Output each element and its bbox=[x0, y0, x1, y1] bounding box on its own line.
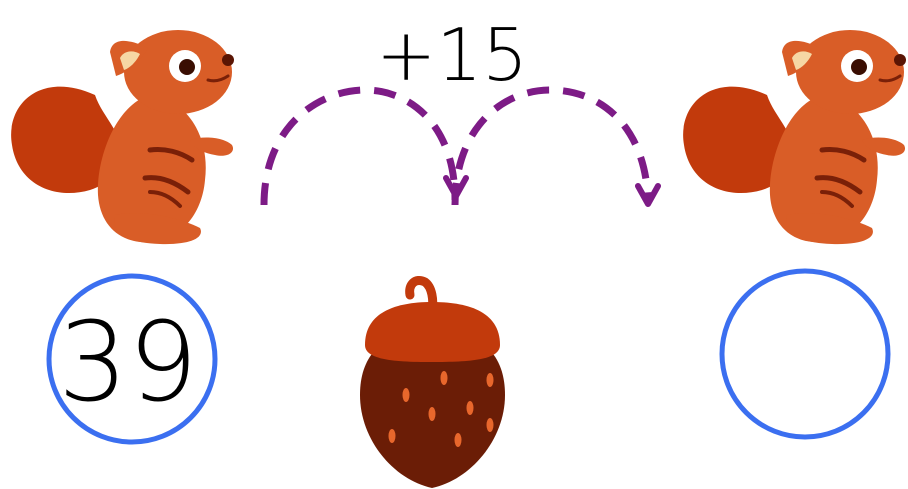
hop-arrow-first bbox=[260, 86, 459, 206]
left-squirrel-icon bbox=[11, 30, 234, 244]
right-squirrel-icon bbox=[683, 30, 906, 244]
operation-label: +15 bbox=[376, 13, 528, 97]
answer-circle[interactable] bbox=[719, 268, 891, 440]
start-value-circle: 39 bbox=[46, 273, 218, 445]
hop-arrow-second bbox=[451, 86, 652, 206]
hop-arrows bbox=[260, 86, 652, 206]
start-value-text: 39 bbox=[58, 298, 198, 426]
arrowhead-second-icon bbox=[635, 183, 661, 207]
arrowhead-first-icon bbox=[443, 175, 469, 199]
acorn-icon bbox=[360, 276, 505, 488]
